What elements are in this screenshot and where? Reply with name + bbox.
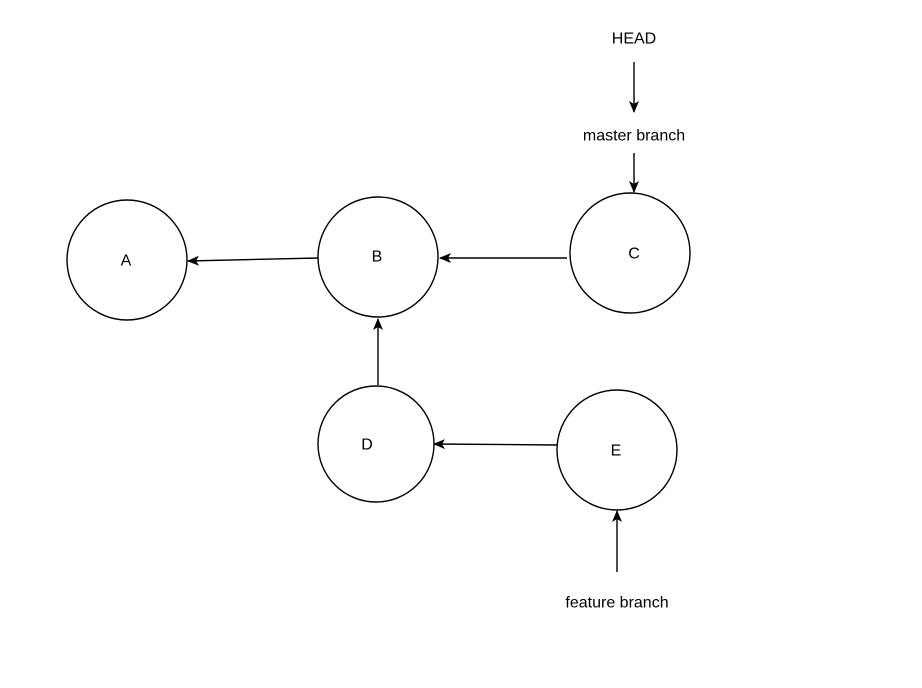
commit-circle <box>317 385 435 503</box>
edge-b-to-a <box>187 255 319 266</box>
master-branch-label: master branch <box>583 128 685 145</box>
commit-circle <box>66 199 188 321</box>
commit-label: E <box>611 443 622 460</box>
commit-label: C <box>628 246 640 263</box>
commit-node-d: D <box>317 385 435 503</box>
commit-node-a: A <box>66 199 188 321</box>
commit-label: A <box>121 253 132 270</box>
head-label: HEAD <box>612 31 656 48</box>
commit-circle <box>556 389 678 511</box>
commit-circle <box>317 196 439 318</box>
edge-e-to-d <box>433 439 558 450</box>
commit-node-b: B <box>317 196 439 318</box>
commit-label: B <box>372 249 383 266</box>
commit-node-e: E <box>556 389 678 511</box>
feature-branch-label: feature branch <box>565 595 668 612</box>
commit-circle <box>569 192 691 314</box>
commit-node-c: C <box>569 192 691 314</box>
commit-label: D <box>361 437 373 454</box>
